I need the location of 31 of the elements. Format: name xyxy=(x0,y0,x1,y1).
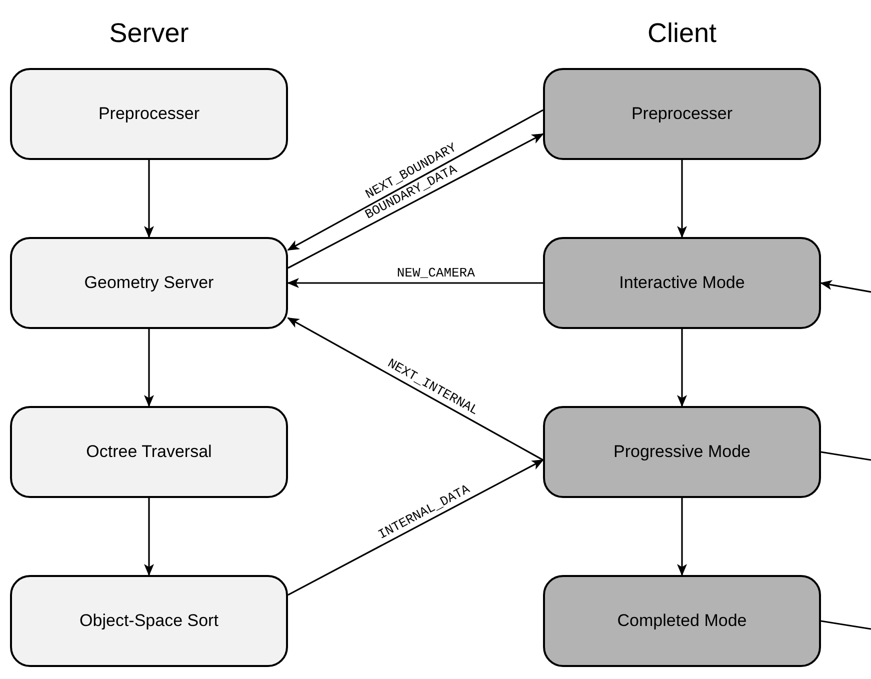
process-box xyxy=(10,575,288,667)
arrow xyxy=(677,160,687,238)
process-box xyxy=(543,575,821,667)
arrow xyxy=(677,329,687,407)
box-label: Octree Traversal xyxy=(86,441,212,464)
box-label: Geometry Server xyxy=(84,272,214,294)
arrow xyxy=(288,133,544,269)
box-label: Interactive Mode xyxy=(619,272,745,294)
process-box xyxy=(10,237,288,329)
process-box xyxy=(10,406,288,498)
arrow xyxy=(677,498,687,576)
arrow xyxy=(144,498,154,576)
arrow xyxy=(820,280,871,293)
column-heading: Client xyxy=(647,20,717,47)
column-heading: Server xyxy=(109,20,189,47)
process-box xyxy=(543,406,821,498)
process-box xyxy=(543,68,821,160)
box-label: Preprocesser xyxy=(631,103,733,126)
box-label: Progressive Mode xyxy=(613,441,750,464)
arrow xyxy=(287,109,544,251)
process-box xyxy=(10,68,288,160)
arrow xyxy=(288,459,544,596)
arrow xyxy=(144,329,154,407)
arrow xyxy=(287,317,544,461)
box-label: Object-Space Sort xyxy=(80,610,218,632)
arrow xyxy=(144,160,154,238)
process-box xyxy=(543,237,821,329)
box-label: Completed Mode xyxy=(617,610,747,632)
arrow xyxy=(287,278,543,288)
edge-label: NEW_CAMERA xyxy=(396,266,475,280)
box-label: Preprocesser xyxy=(98,103,200,126)
